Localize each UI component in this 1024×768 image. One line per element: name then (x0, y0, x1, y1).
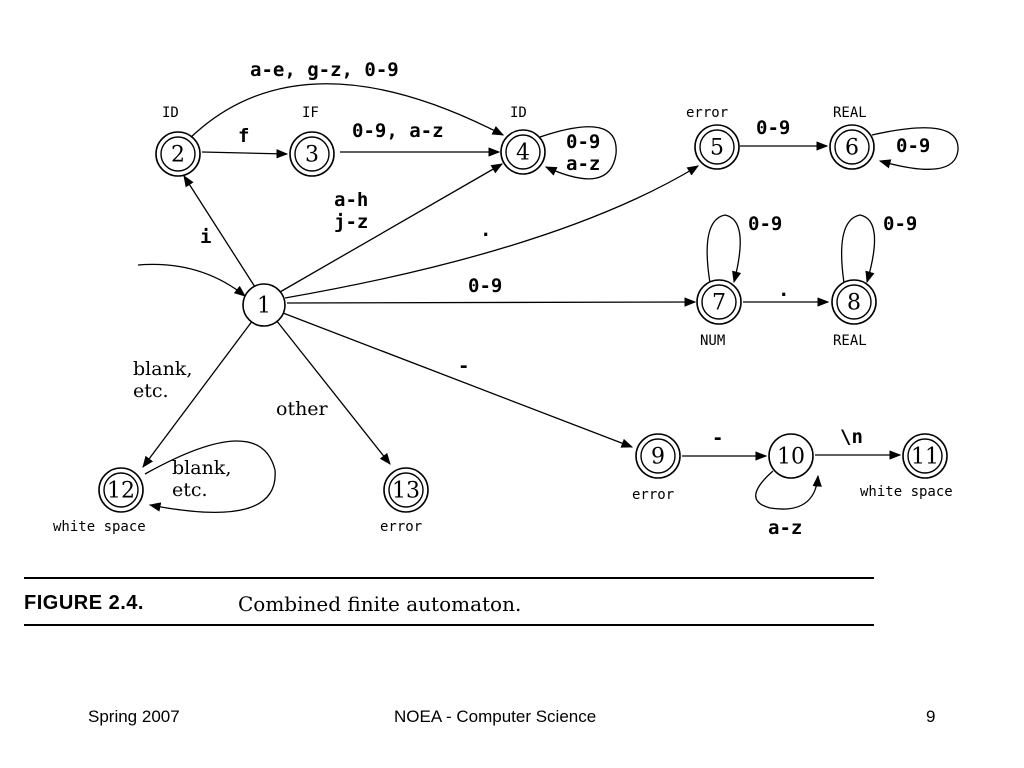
caption-top-rule (24, 577, 874, 579)
edge-start (137, 263, 246, 297)
state-4-tag: ID (510, 105, 527, 121)
state-11-tag: white space (860, 484, 953, 500)
footer-page-number: 9 (926, 707, 936, 726)
label-1-13: other (276, 398, 329, 420)
label-10-11: \n (840, 426, 863, 448)
state-10: 10 (768, 433, 814, 479)
state-4: 4 (500, 129, 546, 175)
edge-12-loop (144, 440, 276, 513)
label-2-4: a-e, g-z, 0-9 (250, 59, 399, 81)
svg-text:2: 2 (171, 143, 185, 168)
svg-text:6: 6 (845, 136, 859, 161)
svg-text:5: 5 (710, 136, 724, 161)
label-3-4: 0-9, a-z (352, 120, 444, 142)
figure-label: FIGURE 2.4. (24, 592, 144, 614)
state-1: 1 (242, 283, 286, 327)
edge-4-loop (539, 126, 617, 180)
caption-bottom-rule (24, 624, 874, 626)
label-4-loop-a: 0-9 (566, 131, 600, 153)
label-8-loop: 0-9 (883, 213, 917, 235)
edge-1-13 (275, 319, 391, 465)
figure-caption: FIGURE 2.4. Combined finite automaton. (24, 590, 874, 620)
state-2: 2 (155, 131, 201, 177)
figure-caption-text: Combined finite automaton. (238, 592, 522, 616)
state-9-tag: error (632, 487, 674, 503)
label-5-6: 0-9 (756, 117, 790, 139)
label-1-5: . (480, 219, 491, 241)
state-8: 8 (831, 279, 877, 325)
state-7-tag: NUM (700, 333, 725, 349)
edge-1-5 (284, 165, 699, 299)
state-12: 12 (98, 467, 144, 513)
state-12-tag: white space (53, 519, 146, 535)
label-1-12-a: blank, (133, 358, 192, 380)
state-3-tag: IF (302, 105, 319, 121)
state-6-tag: REAL (833, 105, 867, 121)
state-13-tag: error (380, 519, 422, 535)
footer-left: Spring 2007 (88, 707, 180, 726)
svg-text:9: 9 (651, 445, 665, 470)
svg-text:1: 1 (257, 294, 271, 319)
svg-text:10: 10 (777, 445, 805, 470)
svg-text:11: 11 (911, 445, 939, 470)
finite-automaton-diagram: 1 2 3 4 5 6 7 8 9 10 (53, 59, 959, 539)
state-7: 7 (696, 279, 742, 325)
edge-7-loop (706, 214, 742, 284)
label-1-4-b: j-z (334, 211, 368, 233)
label-1-4-a: a-h (334, 189, 368, 211)
state-5-tag: error (686, 105, 728, 121)
edge-1-7 (286, 297, 697, 307)
edge-1-4 (279, 163, 504, 293)
svg-text:3: 3 (305, 143, 319, 168)
edge-6-loop (871, 127, 959, 170)
label-9-10: - (712, 427, 723, 449)
state-13: 13 (383, 467, 429, 513)
svg-text:12: 12 (107, 479, 135, 504)
state-6: 6 (829, 124, 875, 170)
footer-center: NOEA - Computer Science (394, 707, 597, 726)
edge-2-4 (187, 83, 505, 141)
label-1-12-b: etc. (133, 380, 169, 402)
label-12-loop-a: blank, (172, 457, 231, 479)
edge-8-loop (841, 214, 876, 284)
svg-text:13: 13 (392, 479, 420, 504)
edge-2-3 (201, 149, 289, 159)
svg-text:4: 4 (516, 141, 530, 166)
label-7-loop: 0-9 (748, 213, 782, 235)
label-7-8: . (778, 279, 789, 301)
label-2-3: f (238, 125, 249, 147)
edge-1-9 (282, 312, 634, 448)
state-5: 5 (694, 124, 740, 170)
label-1-2: i (200, 226, 211, 248)
state-3: 3 (289, 131, 335, 177)
edge-10-loop (755, 470, 822, 510)
state-9: 9 (635, 433, 681, 479)
edge-1-12 (142, 319, 254, 468)
label-10-loop: a-z (768, 517, 802, 539)
label-1-7: 0-9 (468, 275, 502, 297)
edge-1-2 (183, 175, 256, 288)
label-12-loop-b: etc. (172, 479, 208, 501)
label-4-loop-b: a-z (566, 153, 600, 175)
label-1-9: - (458, 355, 469, 377)
state-11: 11 (902, 433, 948, 479)
label-6-loop: 0-9 (896, 135, 930, 157)
state-8-tag: REAL (833, 333, 867, 349)
svg-text:7: 7 (712, 291, 726, 316)
state-2-tag: ID (162, 105, 179, 121)
svg-text:8: 8 (847, 291, 861, 316)
